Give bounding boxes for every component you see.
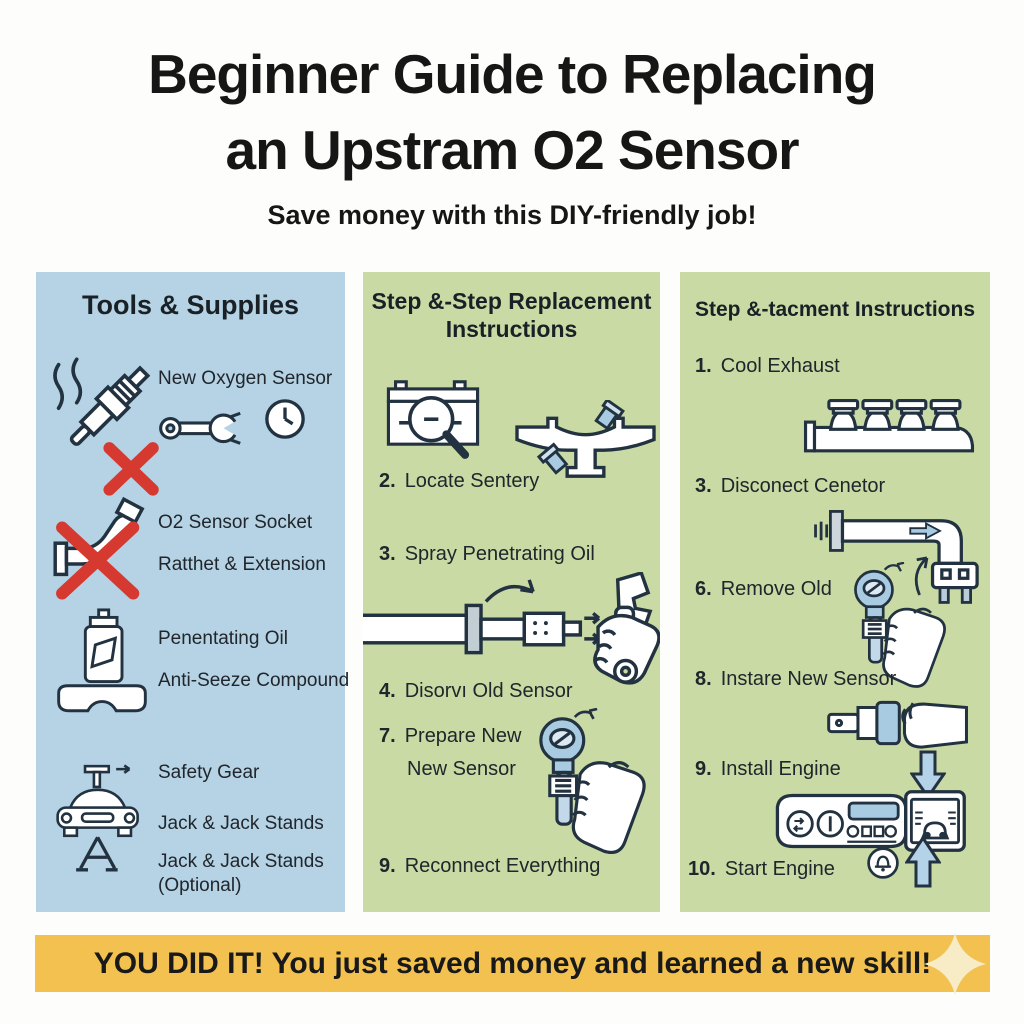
step-text: Install Engine bbox=[720, 758, 841, 780]
tool-label-new-oxygen-sensor: New Oxygen Sensor bbox=[158, 368, 333, 389]
step-text: New Sensor bbox=[407, 758, 516, 780]
tool-label-ratchet-extension: Ratthet & Extension bbox=[158, 554, 326, 575]
step-locate: 2. Locate Sentery bbox=[379, 470, 539, 493]
oxygen-sensor-icon bbox=[44, 352, 162, 497]
step-install-engine: 9. Install Engine bbox=[695, 758, 841, 781]
step-number: 7. bbox=[379, 725, 396, 747]
attach-column: Step &-tacment Instructions 1. Cool Exhau… bbox=[680, 272, 990, 912]
up-arrow-icon bbox=[905, 836, 941, 888]
hand-plug-icon bbox=[820, 692, 970, 754]
step-number: 4. bbox=[379, 680, 396, 702]
step-prepare-new: 7. Prepare New bbox=[379, 725, 521, 748]
step-spray-oil: 3. Spray Penetrating Oil bbox=[379, 543, 595, 566]
step-number: 3. bbox=[695, 475, 712, 497]
step-number: 6. bbox=[695, 578, 712, 600]
steps-column: Step &-Step Replacement Instructions bbox=[363, 272, 660, 912]
step-reconnect: 9. Reconnect Everything bbox=[379, 855, 600, 878]
step-disconnect: 3. Disconect Cenetor bbox=[695, 475, 885, 498]
step-text: Instare New Sensor bbox=[720, 668, 897, 690]
step-text: Disconect Cenetor bbox=[720, 475, 886, 497]
step-start-engine: 10. Start Engine bbox=[688, 858, 835, 881]
spray-can-goggles-icon bbox=[52, 608, 152, 721]
step-text: Start Engine bbox=[724, 858, 835, 880]
attach-header: Step &-tacment Instructions bbox=[694, 298, 976, 321]
bell-icon bbox=[865, 845, 901, 881]
steps-header-line1: Step &-Step Replacement bbox=[371, 288, 652, 314]
success-banner: YOU DID IT! You just saved money and lea… bbox=[35, 933, 990, 995]
step-text: Locate Sentery bbox=[404, 470, 540, 492]
step-number: 10. bbox=[688, 858, 716, 880]
tools-column: Tools & Supplies bbox=[36, 272, 349, 912]
tools-header: Tools & Supplies bbox=[81, 290, 299, 320]
step-number: 9. bbox=[379, 855, 396, 877]
sparkle-icon bbox=[924, 933, 986, 995]
tool-label-o2-sensor-socket: O2 Sensor Socket bbox=[158, 512, 313, 533]
socket-pipe-icon bbox=[50, 494, 154, 608]
step-number: 3. bbox=[379, 543, 396, 565]
battery-magnifier-icon bbox=[383, 380, 483, 462]
dashboard-icon bbox=[768, 782, 968, 860]
step-text: Prepare New bbox=[404, 725, 522, 747]
step-number: 2. bbox=[379, 470, 396, 492]
tool-label-penetrating-oil: Penentating Oil bbox=[158, 628, 288, 649]
down-arrow-icon bbox=[910, 750, 946, 800]
car-jack-icon bbox=[48, 754, 148, 882]
clock-icon bbox=[264, 398, 306, 440]
pipe-wrench-hand-icon bbox=[363, 572, 660, 690]
step-text: Reconnect Everything bbox=[404, 855, 601, 877]
page-title-line1: Beginner Guide to Replacing bbox=[148, 43, 877, 105]
hand-sensor-icon bbox=[523, 708, 648, 860]
step-text: Cool Exhaust bbox=[720, 355, 840, 377]
exhaust-manifold-icon bbox=[796, 388, 982, 458]
wrench-icon bbox=[158, 400, 242, 446]
tool-label-optional: (Optional) bbox=[158, 875, 242, 896]
step-number: 8. bbox=[695, 668, 712, 690]
tool-label-anti-seize: Anti-Seeze Compound bbox=[158, 670, 350, 691]
step-cool-exhaust: 1. Cool Exhaust bbox=[695, 355, 840, 378]
step-number: 9. bbox=[695, 758, 712, 780]
step-text: Spray Penetrating Oil bbox=[404, 543, 595, 565]
manifold-sensor-icon bbox=[513, 400, 658, 482]
step-text: Remove Old bbox=[720, 578, 832, 600]
steps-header-line2: Instructions bbox=[445, 316, 578, 342]
connector-pipe-icon bbox=[808, 504, 980, 608]
step-prepare-new-line2: New Sensor bbox=[407, 758, 516, 781]
banner-text: YOU DID IT! You just saved money and lea… bbox=[93, 947, 932, 980]
page-subtitle: Save money with this DIY-friendly job! bbox=[267, 200, 757, 230]
tool-label-safety-gear: Safety Gear bbox=[158, 762, 260, 783]
step-remove-old: 6. Remove Old bbox=[695, 578, 832, 601]
tool-label-jack-stands-1: Jack & Jack Stands bbox=[158, 813, 324, 834]
step-text: Disorvı Old Sensor bbox=[404, 680, 573, 702]
tool-label-jack-stands-2: Jack & Jack Stands bbox=[158, 851, 324, 872]
step-number: 1. bbox=[695, 355, 712, 377]
hand-sensor-icon bbox=[840, 562, 948, 693]
step-remove-old: 4. Disorvı Old Sensor bbox=[379, 680, 573, 703]
step-install-new-sensor: 8. Instare New Sensor bbox=[695, 668, 896, 691]
page-title-line2: an Upstram O2 Sensor bbox=[225, 119, 800, 181]
